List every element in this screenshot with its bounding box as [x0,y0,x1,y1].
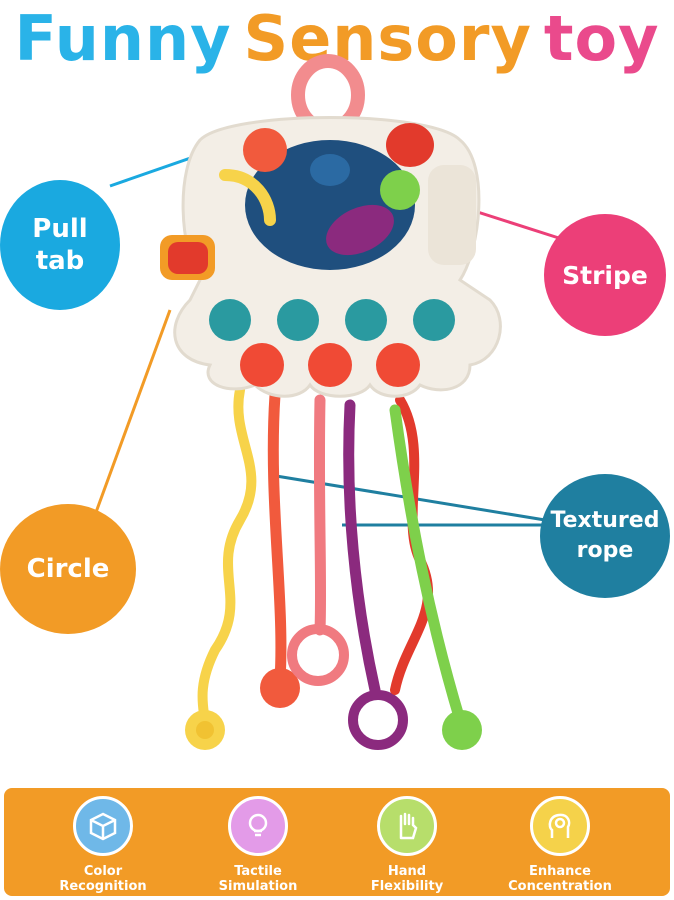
teal-bubble-2 [277,299,319,341]
teal-bubble-4 [413,299,455,341]
brain-gear-icon [530,796,590,856]
title-word-sensory: Sensory [243,2,532,75]
stripe-callout: Stripe [544,214,666,336]
circle-callout: Circle [0,504,136,634]
circle-label: Circle [26,554,110,584]
pull-tab-label-line1: Pull [32,214,88,244]
feature-hand-flexibility: Hand Flexibility [347,796,467,894]
feature-label-line1: Enhance [529,864,591,879]
red-rope [267,389,287,686]
pink-rope-ring [287,624,349,686]
feature-label: Tactile Simulation [198,864,318,894]
pull-tab-label-line2: tab [35,246,85,276]
feature-label-line1: Tactile [234,864,282,879]
circle-leader-line [93,309,172,516]
title-word-funny: Funny [14,2,232,75]
feature-label: Hand Flexibility [347,864,467,894]
title-word-toy: toy [543,2,660,75]
sensory-toy-image [93,54,566,750]
stripe-texture [428,165,476,265]
red-disc-topper [386,123,434,167]
green-rope [389,404,466,726]
feature-label-line2: Flexibility [370,879,444,894]
green-rope-end [442,710,482,750]
teal-bubble-1 [209,299,251,341]
feature-label: Enhance Concentration [500,864,620,894]
red-flower-topper [243,128,287,172]
stripe-label: Stripe [562,260,648,290]
purple-rope-ring [348,690,408,750]
feature-label-line1: Hand [387,864,427,879]
feature-label-line2: Simulation [218,879,298,894]
lightbulb-icon [228,796,288,856]
red-bubble-3 [376,343,420,387]
feature-tactile-simulation: Tactile Simulation [198,796,318,894]
red-bubble-1 [240,343,284,387]
textured-rope-callout: Textured rope [540,474,670,598]
feature-label-line2: Concentration [508,879,612,894]
red-bubble-2 [308,343,352,387]
feature-label-line2: Recognition [59,879,147,894]
cube-icon [73,796,133,856]
textured-rope-label-line1: Textured [550,508,660,533]
pull-tab-callout: Pull tab [0,180,120,310]
yellow-rope [197,385,257,730]
textured-rope-label-line2: rope [576,538,634,563]
features-panel: Color Recognition Tactile Simulation Han… [4,788,670,896]
feature-enhance-concentration: Enhance Concentration [500,796,620,894]
pink-rope [313,394,327,636]
hand-icon [377,796,437,856]
feature-label-line1: Color [83,864,123,879]
yellow-pull-cord [219,169,276,226]
red-rope-end [260,668,300,708]
green-flower-topper [380,170,420,210]
feature-color-recognition: Color Recognition [43,796,163,894]
purple-rope [343,399,381,696]
teal-bubble-3 [345,299,387,341]
purple-ring-topper [326,204,394,256]
feature-label: Color Recognition [43,864,163,894]
